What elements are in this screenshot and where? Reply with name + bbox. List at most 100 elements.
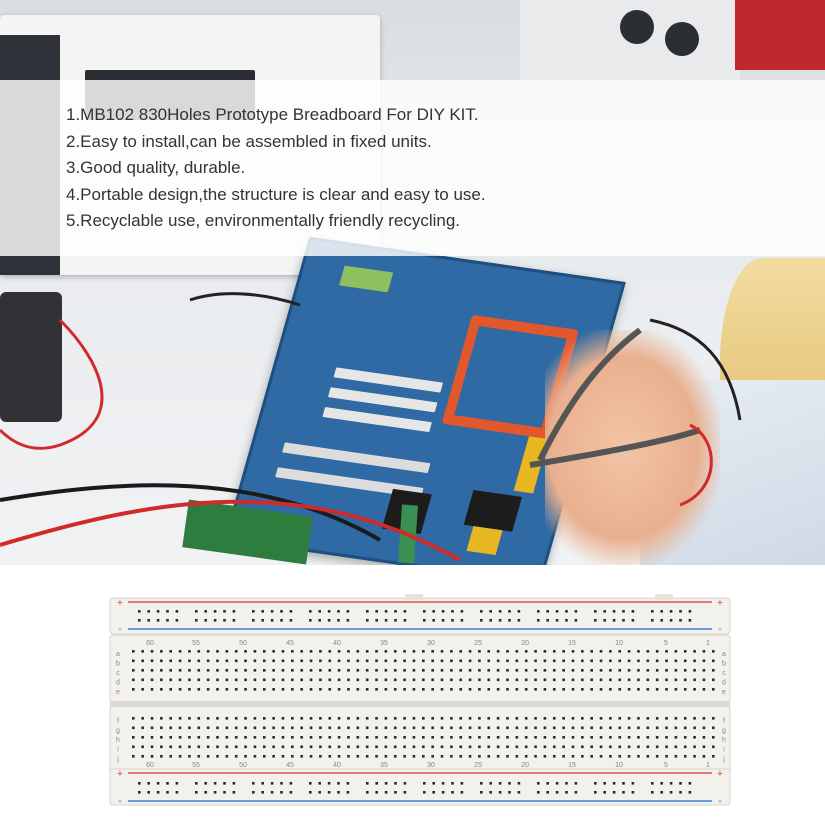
rail-hole	[622, 791, 625, 794]
rail-hole	[660, 782, 663, 785]
terminal-hole	[141, 736, 144, 739]
terminal-hole	[468, 650, 472, 653]
terminal-hole	[253, 755, 257, 758]
row-letter: d	[722, 680, 726, 687]
terminal-hole	[272, 650, 275, 653]
terminal-hole	[150, 745, 154, 749]
terminal-hole	[281, 755, 285, 758]
terminal-hole	[141, 745, 144, 749]
terminal-hole	[328, 688, 332, 691]
terminal-hole	[262, 669, 266, 672]
terminal-hole	[712, 650, 715, 653]
terminal-hole	[132, 650, 135, 653]
bottom-terminal-strip	[109, 705, 731, 775]
terminal-hole	[543, 688, 547, 691]
terminal-hole	[702, 755, 706, 758]
terminal-hole	[665, 659, 668, 663]
terminal-hole	[581, 745, 584, 749]
terminal-hole	[496, 669, 500, 672]
terminal-hole	[609, 717, 612, 720]
terminal-hole	[496, 688, 500, 691]
terminal-hole	[506, 669, 509, 672]
terminal-hole	[702, 678, 706, 682]
rail-hole	[594, 610, 597, 613]
minus-sign: -	[718, 795, 722, 807]
terminal-hole	[197, 659, 201, 663]
terminal-hole	[506, 736, 509, 739]
product-photo: 1.MB102 830Holes Prototype Breadboard Fo…	[0, 0, 825, 565]
terminal-hole	[459, 678, 463, 682]
terminal-hole	[412, 736, 416, 739]
terminal-hole	[515, 755, 519, 758]
terminal-hole	[197, 717, 201, 720]
rail-hole	[489, 610, 492, 613]
terminal-hole	[384, 659, 388, 663]
terminal-hole	[674, 688, 678, 691]
rail-hole	[375, 610, 378, 613]
plus-sign: +	[717, 768, 723, 780]
terminal-hole	[328, 659, 332, 663]
terminal-hole	[412, 726, 416, 730]
row-letter: f	[723, 718, 725, 725]
terminal-hole	[683, 659, 687, 663]
terminal-hole	[234, 688, 238, 691]
terminal-hole	[702, 669, 706, 672]
rail-hole	[603, 782, 606, 785]
terminal-hole	[188, 717, 191, 720]
rail-hole	[195, 791, 198, 794]
rail-hole	[565, 610, 568, 613]
terminal-hole	[496, 745, 500, 749]
terminal-hole	[571, 717, 575, 720]
terminal-hole	[291, 669, 294, 672]
terminal-hole	[562, 736, 565, 739]
terminal-hole	[524, 669, 528, 672]
terminal-hole	[384, 755, 388, 758]
terminal-hole	[272, 669, 275, 672]
rail-hole	[603, 619, 606, 622]
terminal-hole	[683, 669, 687, 672]
column-number: 40	[333, 762, 341, 769]
rail-hole	[280, 619, 283, 622]
terminal-hole	[356, 688, 360, 691]
terminal-hole	[375, 736, 378, 739]
rail-hole	[432, 782, 435, 785]
rail-hole	[594, 619, 597, 622]
terminal-hole	[412, 755, 416, 758]
rail-hole	[270, 782, 274, 785]
terminal-hole	[609, 745, 612, 749]
terminal-hole	[599, 717, 603, 720]
row-letter: f	[117, 718, 119, 725]
terminal-hole	[160, 650, 163, 653]
terminal-hole	[309, 755, 313, 758]
terminal-hole	[422, 650, 425, 653]
rail-hole	[423, 782, 426, 785]
terminal-hole	[646, 669, 650, 672]
terminal-hole	[534, 650, 537, 653]
terminal-hole	[478, 745, 481, 749]
terminal-hole	[674, 650, 678, 653]
terminal-hole	[515, 659, 519, 663]
terminal-hole	[319, 755, 322, 758]
terminal-hole	[459, 669, 463, 672]
terminal-hole	[216, 688, 219, 691]
terminal-hole	[309, 688, 313, 691]
terminal-hole	[487, 745, 491, 749]
terminal-hole	[328, 650, 332, 653]
terminal-hole	[319, 650, 322, 653]
terminal-hole	[599, 659, 603, 663]
terminal-hole	[487, 678, 491, 682]
feature-item: 2.Easy to install,can be assembled in fi…	[66, 131, 432, 151]
terminal-hole	[393, 678, 397, 682]
terminal-hole	[150, 669, 154, 672]
rail-hole	[195, 610, 198, 613]
terminal-hole	[356, 726, 360, 730]
terminal-hole	[169, 669, 173, 672]
terminal-hole	[618, 745, 622, 749]
terminal-hole	[674, 745, 678, 749]
terminal-hole	[375, 688, 378, 691]
rail-hole	[147, 791, 150, 794]
terminal-hole	[375, 678, 378, 682]
terminal-hole	[141, 678, 144, 682]
terminal-hole	[291, 717, 294, 720]
terminal-hole	[646, 726, 650, 730]
